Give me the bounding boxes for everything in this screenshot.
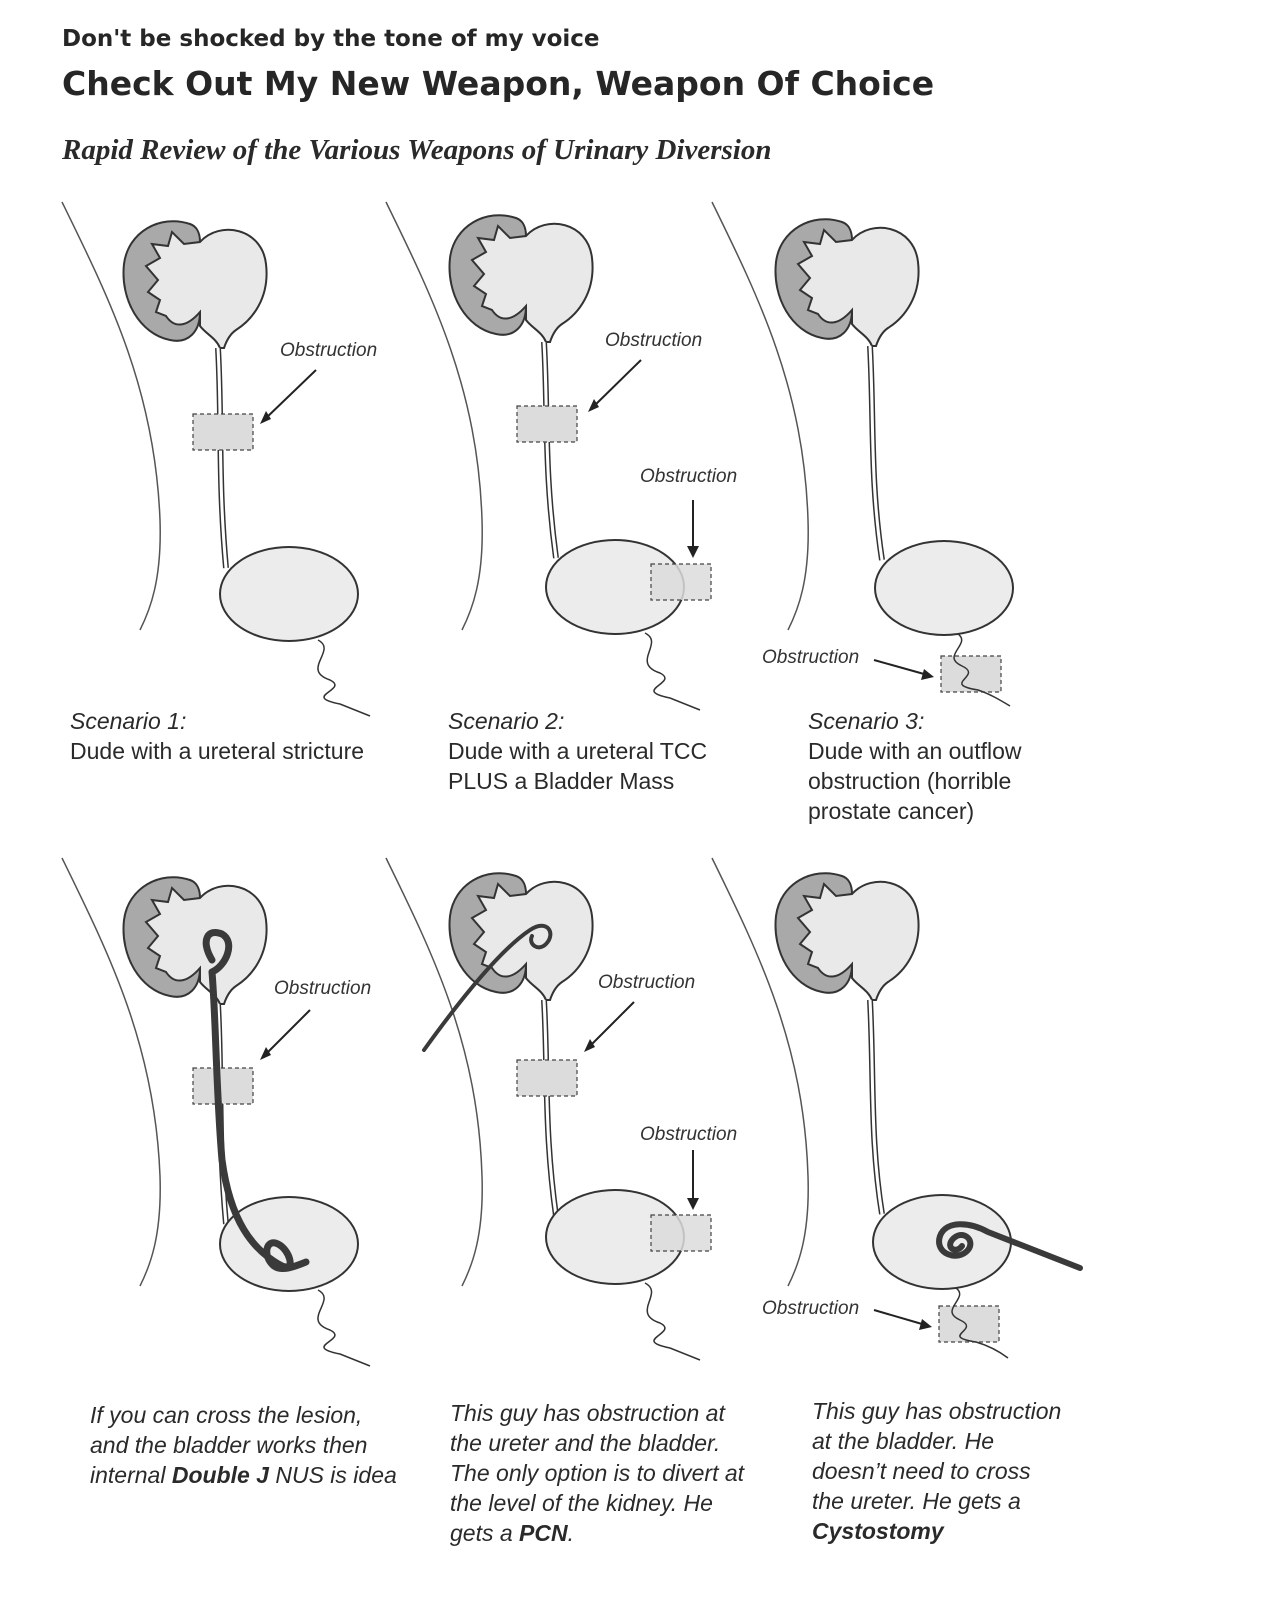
urethra [644, 632, 701, 711]
obstruction-label: Obstruction [640, 466, 737, 487]
obstruction-arrow [587, 1001, 635, 1049]
note-line: the level of the kidney. He [450, 1490, 713, 1516]
note-line: If you can cross the lesion, [90, 1402, 363, 1428]
bladder-icon [219, 546, 359, 642]
note-text: internal [90, 1462, 172, 1488]
scenario-3-caption: Scenario 3: Dude with an outflow obstruc… [808, 706, 1022, 826]
solution-3-note: This guy has obstruction at the bladder.… [812, 1396, 1061, 1546]
solution-2-note: This guy has obstruction at the ureter a… [450, 1398, 744, 1548]
obstruction-arrow [873, 659, 925, 675]
urethra [317, 1289, 371, 1367]
note-line: Cystostomy [812, 1516, 1061, 1546]
body-contour [385, 201, 483, 631]
note-text: gets a [450, 1520, 520, 1546]
note-line: doesn’t need to cross [812, 1458, 1031, 1484]
obstruction-arrow [591, 359, 642, 409]
obstruction-box [650, 1214, 712, 1252]
panel-solution-3: Obstruction [711, 857, 1083, 1359]
obstruction-arrow [263, 1009, 311, 1057]
double-j-stent-icon [202, 929, 310, 1272]
page-subtitle: Rapid Review of the Various Weapons of U… [62, 134, 772, 166]
note-line: and the bladder works then [90, 1432, 368, 1458]
scenario-2-line: PLUS a Bladder Mass [448, 768, 675, 794]
obstruction-box [516, 405, 578, 443]
kidney-icon [448, 214, 594, 343]
kicker-text: Don't be shocked by the tone of my voice [62, 26, 600, 52]
kidney-icon [122, 220, 268, 349]
obstruction-label: Obstruction [280, 340, 377, 361]
obstruction-label: Obstruction [598, 972, 695, 993]
obstruction-label: Obstruction [605, 330, 702, 351]
obstruction-label: Obstruction [762, 1298, 859, 1319]
obstruction-box [938, 1305, 1000, 1343]
body-contour [711, 201, 809, 631]
note-text: NUS is idea [268, 1462, 397, 1488]
pcn-term: PCN [519, 1520, 568, 1546]
panel-scenario-1: Obstruction [61, 201, 377, 717]
note-line: internal Double J NUS is idea [90, 1460, 397, 1490]
note-line: gets a PCN. [450, 1518, 744, 1548]
obstruction-label: Obstruction [640, 1124, 737, 1145]
urethra [317, 639, 371, 717]
urethra [951, 1287, 1009, 1359]
scenario-3-line: prostate cancer) [808, 798, 975, 824]
obstruction-box [516, 1059, 578, 1097]
obstruction-label: Obstruction [274, 978, 371, 999]
page-title: Check Out My New Weapon, Weapon Of Choic… [62, 64, 935, 103]
scenario-2-caption: Scenario 2: Dude with a ureteral TCC PLU… [448, 706, 707, 796]
bladder-icon [219, 1196, 359, 1292]
kidney-icon [774, 218, 920, 347]
nephrostomy-tube-icon [422, 923, 553, 1052]
note-line: at the bladder. He [812, 1428, 994, 1454]
obstruction-box [192, 413, 254, 451]
body-contour [61, 857, 161, 1287]
scenario-2-line: Dude with a ureteral TCC [448, 738, 708, 764]
body-contour [61, 201, 161, 631]
scenario-2-heading: Scenario 2: [448, 708, 565, 734]
solution-1-note: If you can cross the lesion, and the bla… [90, 1400, 397, 1490]
scenario-1-line: Dude with a ureteral stricture [70, 738, 365, 764]
body-contour [711, 857, 809, 1287]
scenario-3-heading: Scenario 3: [808, 708, 925, 734]
note-line: the ureter and the bladder. [450, 1430, 721, 1456]
urethra [644, 1282, 701, 1361]
double-j-term: Double J [171, 1462, 269, 1488]
note-line: This guy has obstruction at [450, 1400, 725, 1426]
panel-scenario-3: Obstruction [711, 201, 1014, 707]
panel-solution-1: Obstruction [61, 857, 371, 1367]
obstruction-box [650, 563, 712, 601]
obstruction-label: Obstruction [762, 647, 859, 668]
obstruction-arrow [873, 1309, 923, 1325]
note-text: . [567, 1520, 574, 1546]
bladder-icon [874, 540, 1014, 636]
note-line: This guy has obstruction [812, 1398, 1062, 1424]
obstruction-box [940, 655, 1002, 693]
scenario-3-line: obstruction (horrible [808, 768, 1012, 794]
cystostomy-tube-icon [936, 1221, 1083, 1271]
obstruction-arrow [263, 369, 317, 421]
obstruction-box [192, 1067, 254, 1105]
panel-solution-2: Obstruction Obstruction [385, 857, 737, 1361]
scenario-3-line: Dude with an outflow [808, 738, 1022, 764]
body-contour [385, 857, 483, 1287]
urethra [953, 633, 1011, 707]
note-line: the ureter. He gets a [812, 1488, 1021, 1514]
scenario-1-caption: Scenario 1: Dude with a ureteral strictu… [70, 706, 364, 766]
cystostomy-term: Cystostomy [812, 1518, 944, 1544]
kidney-icon [122, 876, 268, 1005]
note-line: The only option is to divert at [450, 1460, 745, 1486]
panel-scenario-2: Obstruction Obstruction [385, 201, 737, 711]
scenario-1-heading: Scenario 1: [70, 708, 187, 734]
kidney-icon [774, 872, 920, 1001]
